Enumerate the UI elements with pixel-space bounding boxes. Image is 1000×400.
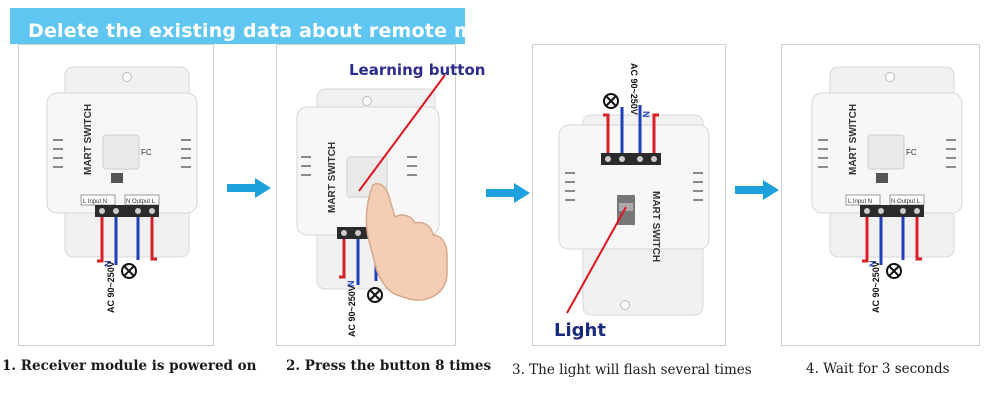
step-4-caption: 4. Wait for 3 seconds — [806, 361, 950, 377]
title-banner: Delete the existing data about remote mo… — [10, 8, 514, 44]
step-4-panel: MART SWITCH FC L Input N N Output L N AC… — [781, 44, 980, 346]
arrow-right-icon — [735, 180, 779, 200]
brand-text: MART SWITCH — [650, 191, 661, 262]
step-1-caption: 1. Receiver module is powered on — [2, 358, 257, 374]
arrow-right-icon — [227, 178, 271, 198]
neutral-label: N — [641, 111, 651, 118]
brand-text: MART SWITCH — [848, 104, 859, 175]
step-2-device-illustration: MART SWITCH N AC 90~250V — [296, 74, 448, 337]
neutral-label: N — [868, 261, 878, 268]
voltage-label: AC 90~250V — [871, 261, 881, 313]
step-3-caption: 3. The light will flash several times — [512, 362, 752, 378]
step-2-panel: MART SWITCH N AC 90~250V — [276, 44, 456, 346]
output-label: N Output L — [126, 199, 156, 205]
step-3-panel: MART SWITCH AC 90~250V N — [532, 44, 726, 346]
pressing-hand-icon — [365, 183, 448, 301]
input-label: L Input N — [848, 199, 872, 205]
banner-title: Delete the existing data about remote mo… — [28, 20, 515, 42]
neutral-label: N — [103, 261, 113, 268]
arrow-right-icon — [486, 183, 530, 203]
voltage-label: AC 90~250V — [629, 63, 639, 115]
step-4-device-illustration: MART SWITCH FC L Input N N Output L N AC… — [811, 66, 963, 313]
step-1-device-illustration: MART SWITCH FC L Input N N Output L N AC… — [46, 66, 198, 313]
step-3-device-illustration: MART SWITCH AC 90~250V N — [558, 63, 710, 316]
brand-text: MART SWITCH — [83, 104, 94, 175]
input-label: L Input N — [83, 199, 107, 205]
voltage-label: AC 90~250V — [347, 285, 357, 337]
learning-button-callout: Learning button — [349, 61, 486, 79]
step-1-panel: MART SWITCH FC L Input N N Output L N AC… — [18, 44, 214, 346]
brand-text: MART SWITCH — [327, 142, 338, 213]
light-callout: Light — [554, 320, 606, 341]
neutral-label: N — [346, 281, 356, 288]
step-2-caption: 2. Press the button 8 times — [286, 358, 492, 374]
fc-mark: FC — [906, 148, 917, 157]
fc-mark: FC — [141, 148, 152, 157]
voltage-label: AC 90~250V — [106, 261, 116, 313]
output-label: N Output L — [891, 199, 921, 205]
